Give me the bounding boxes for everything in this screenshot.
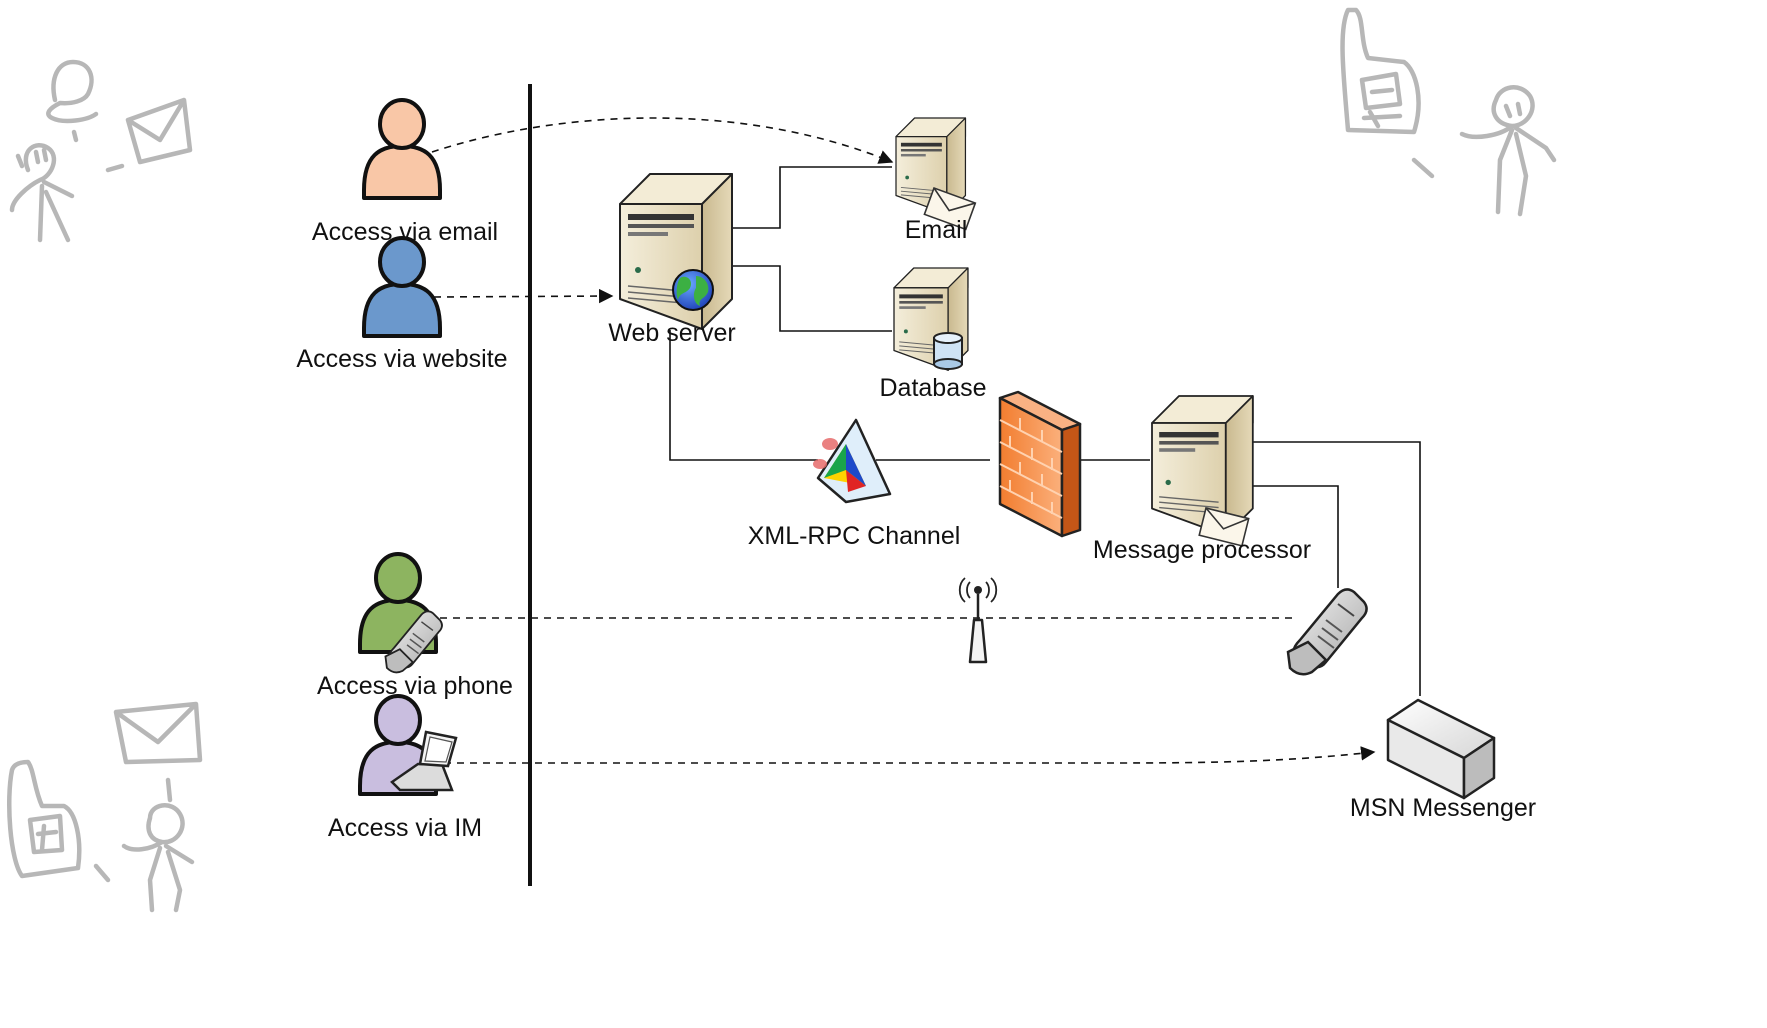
message-processor-label: Message processor <box>1093 536 1311 564</box>
xml-rpc-label: XML-RPC Channel <box>748 522 961 550</box>
mobile-phone-icon <box>1286 588 1368 676</box>
database-label: Database <box>879 374 986 402</box>
processor-to-phone-link <box>1246 485 1339 588</box>
database-server: Database <box>879 267 987 402</box>
email-access-link <box>431 117 894 164</box>
messenger-box-icon <box>1386 698 1496 800</box>
firewall <box>998 390 1082 538</box>
msn-messenger: MSN Messenger <box>1350 698 1536 822</box>
access-im-label: Access via IM <box>328 814 482 842</box>
web-to-email-link <box>720 166 892 229</box>
user-icon <box>362 98 442 200</box>
globe-icon <box>672 269 714 311</box>
web-to-xmlrpc-link <box>669 330 818 461</box>
email-server: Email <box>895 117 977 244</box>
sketch-email-person-top-left <box>9 59 193 243</box>
phone-user: Access via phone <box>317 552 513 700</box>
database-icon <box>933 332 963 370</box>
web-server-label: Web server <box>608 319 735 347</box>
sketch-phone-person-top-right <box>1340 7 1557 217</box>
msn-messenger-label: MSN Messenger <box>1350 794 1536 822</box>
server-icon <box>619 173 733 330</box>
access-phone-label: Access via phone <box>317 672 513 700</box>
message-processor: Message processor <box>1093 395 1311 564</box>
connectors <box>431 117 1421 764</box>
processor-to-msn-link <box>1246 441 1421 696</box>
web-to-database-link <box>720 265 892 332</box>
access-website-label: Access via website <box>296 345 507 373</box>
web-server: Web server <box>608 173 736 347</box>
antenna-icon <box>958 577 998 664</box>
laptop-icon <box>390 730 458 792</box>
xml-rpc-icon <box>813 418 892 504</box>
sketch-im-person-bottom-left <box>7 701 203 913</box>
xml-rpc-channel: XML-RPC Channel <box>748 418 961 550</box>
im-access-link <box>444 746 1376 764</box>
website-access-link <box>433 288 614 304</box>
firewall-icon <box>998 390 1082 538</box>
im-user: Access via IM <box>328 694 482 842</box>
email-user: Access via email <box>312 98 498 246</box>
email-label: Email <box>905 216 968 244</box>
user-icon <box>362 236 442 338</box>
website-user: Access via website <box>296 236 508 373</box>
server-icon <box>1151 395 1254 537</box>
